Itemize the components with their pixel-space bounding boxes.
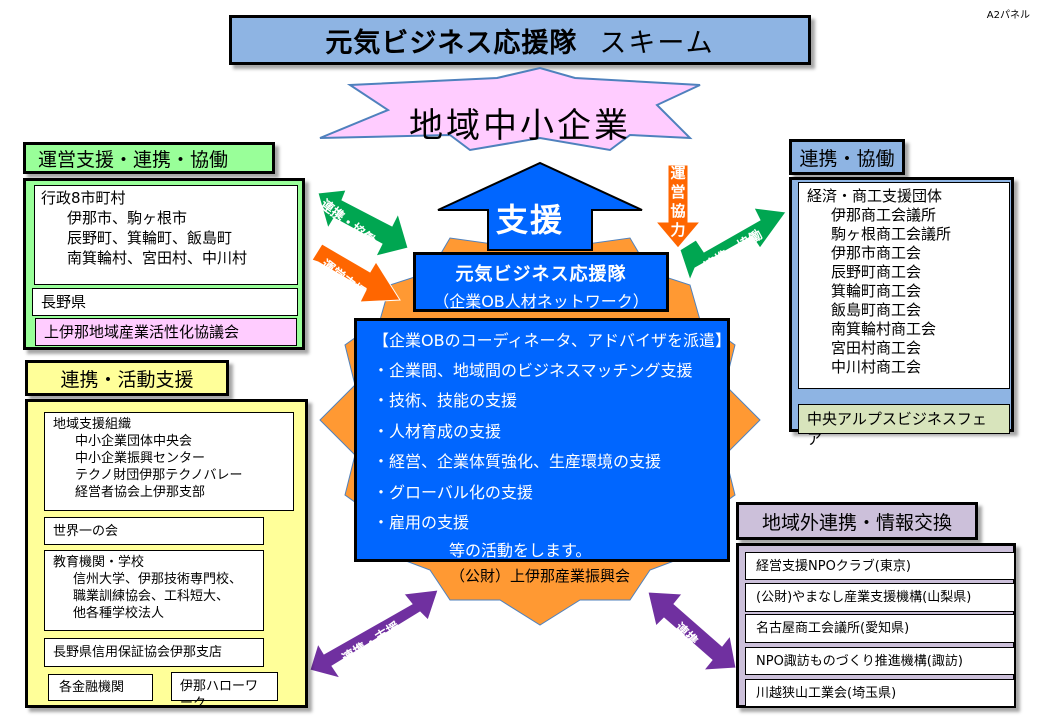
municipalities-box: 行政8市町村 伊那市、駒ヶ根市 辰野町、箕輪町、飯島町 南箕輪村、宮田村、中川村: [34, 185, 298, 285]
star-label: 地域中小企業: [409, 106, 631, 146]
regional-line: 中小企業振興センター: [75, 451, 206, 466]
right-bottom-group: 経営支援NPOクラブ(東京) (公財)やまなし産業支援機構(山梨県) 名古屋商工…: [736, 543, 1016, 708]
support-arrow-label: 支援: [495, 201, 564, 239]
commerce-box: 経済・商工支援団体 伊那商工会議所 駒ヶ根商工会議所 伊那市商工会 辰野町商工会…: [798, 182, 1010, 389]
right-bottom-group-header: 地域外連携・情報交換: [736, 502, 978, 540]
municipalities-title: 行政8市町村: [41, 189, 126, 207]
activity-item: ・人材育成の支援: [373, 422, 502, 441]
commerce-title: 経済・商工支援団体: [807, 187, 943, 205]
top-orange-arrow-label: 運 営 協 力: [668, 164, 688, 240]
panel-label: A2パネル: [986, 10, 1030, 21]
star-shape: [319, 66, 701, 152]
commerce-line: 伊那市商工会: [831, 244, 922, 262]
commerce-line: 中川村商工会: [831, 358, 922, 376]
municipality-line: 辰野町、箕輪町、飯島町: [67, 229, 233, 247]
credit-box: 長野県信用保証協会伊那支店: [44, 638, 264, 667]
left-top-group-header: 運営支援・連携・協働: [23, 142, 275, 174]
left-top-group: 行政8市町村 伊那市、駒ヶ根市 辰野町、箕輪町、飯島町 南箕輪村、宮田村、中川村…: [23, 178, 305, 350]
activity-closing: 等の活動をします。: [449, 541, 592, 560]
education-line: 職業訓練協会、工科短大、: [73, 589, 230, 604]
activity-heading: 【企業OBのコーディネータ、アドバイザを派遣】: [373, 331, 731, 350]
external-partner-item: 経営支援NPOクラブ(東京): [745, 552, 1015, 580]
center-activities: 【企業OBのコーディネータ、アドバイザを派遣】 ・企業間、地域間のビジネスマッチ…: [354, 318, 731, 562]
left-green-arrow: [317, 189, 409, 257]
left-orange-arrow: [311, 243, 401, 303]
left-bottom-group: 地域支援組織 中小企業団体中央会 中小企業振興センター テクノ財団伊那テクノバレ…: [25, 399, 308, 711]
hellowork-box: 伊那ハローワーク: [171, 672, 278, 711]
center-org-subtitle: （企業OB人材ネットワーク）: [433, 292, 649, 311]
education-box: 教育機関・学校 信州大学、伊那技術専門校、 職業訓練協会、工科短大、 他各種学校…: [44, 550, 264, 631]
activity-item: ・雇用の支援: [373, 513, 470, 532]
regional-line: テクノ財団伊那テクノバレー: [75, 468, 243, 483]
external-partner-item: (公財)やまなし産業支援機構(山梨県): [745, 583, 1015, 612]
education-line: 他各種学校法人: [73, 606, 165, 621]
activity-item: ・経営、企業体質強化、生産環境の支援: [373, 452, 662, 471]
right-top-group-header: 連携・協働: [789, 139, 905, 175]
activity-item: ・グローバル化の支援: [373, 483, 533, 502]
right-top-group: 経済・商工支援団体 伊那商工会議所 駒ヶ根商工会議所 伊那市商工会 辰野町商工会…: [789, 177, 1014, 448]
education-title: 教育機関・学校: [53, 555, 145, 570]
organizer-label: （公財）上伊那産業振興会: [449, 567, 630, 585]
regional-line: 中小企業団体中央会: [75, 434, 193, 449]
commerce-line: 宮田村商工会: [831, 339, 922, 357]
center-org-header: 元気ビジネス応援隊 （企業OB人材ネットワーク）: [413, 252, 669, 312]
title-sub: スキーム: [599, 27, 715, 59]
municipality-line: 伊那市、駒ヶ根市: [67, 209, 188, 227]
bottom-left-purple-arrow: [309, 589, 439, 679]
top-orange-char: 協: [670, 202, 686, 220]
commerce-line: 箕輪町商工会: [831, 282, 922, 300]
commerce-line: 辰野町商工会: [831, 263, 922, 281]
left-bottom-group-header: 連携・活動支援: [25, 360, 229, 396]
commerce-line: 飯島町商工会: [831, 301, 922, 319]
title-main: 元気ビジネス応援隊: [325, 27, 578, 59]
activity-item: ・技術、技能の支援: [373, 391, 518, 410]
commerce-line: 伊那商工会議所: [831, 206, 937, 224]
council-box: 上伊那地域産業活性化協議会: [35, 318, 297, 346]
support-arrow-shape: [437, 161, 643, 251]
external-partner-item: 川越狭山工業会(埼玉県): [745, 679, 1015, 707]
top-orange-char: 力: [670, 221, 686, 239]
top-orange-char: 営: [670, 183, 686, 201]
finance-box: 各金融機関: [48, 674, 153, 701]
prefecture-box: 長野県: [32, 288, 298, 316]
regional-line: 経営者協会上伊那支部: [75, 485, 206, 500]
regional-org-box: 地域支援組織 中小企業団体中央会 中小企業振興センター テクノ財団伊那テクノバレ…: [44, 412, 294, 511]
top-orange-char: 運: [670, 164, 686, 182]
activity-item: ・企業間、地域間のビジネスマッチング支援: [373, 361, 693, 380]
sekai-box: 世界一の会: [44, 517, 264, 545]
center-org-name: 元気ビジネス応援隊: [455, 264, 627, 285]
external-partner-item: 名古屋商工会議所(愛知県): [745, 614, 1015, 643]
top-orange-arrow: [654, 164, 702, 249]
commerce-line: 駒ヶ根商工会議所: [831, 225, 952, 243]
regional-title: 地域支援組織: [53, 417, 132, 432]
education-line: 信州大学、伊那技術専門校、: [73, 572, 243, 587]
business-fair-box: 中央アルプスビジネスフェア: [798, 404, 1010, 448]
right-green-arrow: [679, 207, 787, 282]
title-banner: 元気ビジネス応援隊 スキーム: [229, 15, 811, 65]
external-partner-item: NPO諏訪ものづくり推進機構(諏訪): [745, 647, 1015, 675]
municipality-line: 南箕輪村、宮田村、中川村: [67, 249, 248, 267]
commerce-line: 南箕輪村商工会: [831, 320, 937, 338]
